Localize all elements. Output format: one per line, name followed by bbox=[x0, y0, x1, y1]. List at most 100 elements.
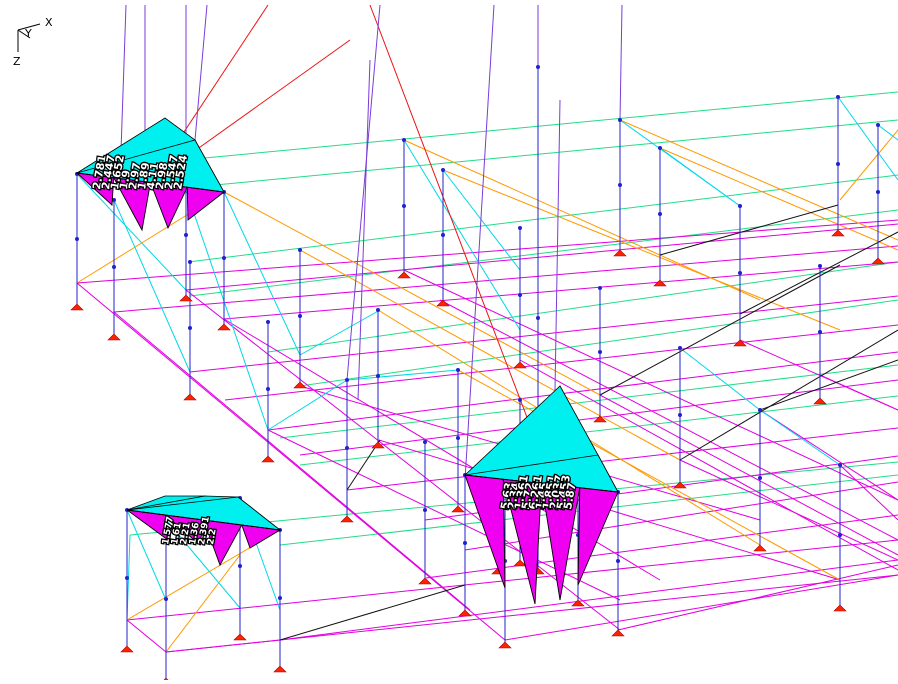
pinned-support-icon[interactable] bbox=[70, 303, 84, 311]
pinned-support-icon[interactable] bbox=[261, 455, 275, 463]
beam-transverse[interactable] bbox=[223, 261, 898, 320]
joint-node-icon[interactable] bbox=[75, 237, 79, 241]
beam-longitudinal[interactable] bbox=[299, 395, 898, 466]
joint-node-icon[interactable] bbox=[598, 286, 602, 290]
joint-node-icon[interactable] bbox=[616, 559, 620, 563]
tendon-purple[interactable] bbox=[619, 4, 623, 121]
brace-cyan[interactable] bbox=[759, 409, 841, 466]
pinned-support-icon[interactable] bbox=[371, 441, 385, 449]
beam-longitudinal[interactable] bbox=[267, 261, 898, 353]
beam-transverse[interactable] bbox=[113, 311, 471, 611]
joint-node-icon[interactable] bbox=[298, 314, 302, 318]
joint-node-icon[interactable] bbox=[376, 374, 380, 378]
brace-cyan[interactable] bbox=[403, 139, 521, 331]
joint-node-icon[interactable] bbox=[838, 463, 842, 467]
beam-transverse[interactable] bbox=[439, 299, 898, 541]
joint-node-icon[interactable] bbox=[463, 541, 467, 545]
beam-longitudinal[interactable] bbox=[193, 91, 898, 160]
brace-orange[interactable] bbox=[619, 119, 898, 241]
joint-node-icon[interactable] bbox=[738, 271, 742, 275]
tendon-purple[interactable] bbox=[194, 4, 208, 141]
beam-longitudinal[interactable] bbox=[193, 119, 898, 188]
beam-transverse[interactable] bbox=[185, 223, 898, 291]
pinned-support-icon[interactable] bbox=[458, 609, 472, 617]
brace-cyan[interactable] bbox=[299, 309, 381, 356]
beam-longitudinal[interactable] bbox=[187, 174, 898, 263]
beam-transverse[interactable] bbox=[279, 559, 898, 641]
cable-red[interactable] bbox=[179, 4, 269, 139]
joint-node-icon[interactable] bbox=[423, 440, 427, 444]
joint-node-icon[interactable] bbox=[876, 123, 880, 127]
joint-node-icon[interactable] bbox=[518, 398, 522, 402]
joint-node-icon[interactable] bbox=[222, 256, 226, 260]
joint-node-icon[interactable] bbox=[441, 168, 445, 172]
joint-node-icon[interactable] bbox=[598, 350, 602, 354]
joint-node-icon[interactable] bbox=[345, 446, 349, 450]
brace-cyan[interactable] bbox=[165, 519, 241, 609]
joint-node-icon[interactable] bbox=[278, 596, 282, 600]
brace-orange[interactable] bbox=[457, 369, 841, 581]
beam-transverse[interactable] bbox=[76, 219, 898, 284]
joint-node-icon[interactable] bbox=[618, 183, 622, 187]
brace-orange[interactable] bbox=[659, 147, 898, 251]
joint-node-icon[interactable] bbox=[658, 212, 662, 216]
pinned-support-icon[interactable] bbox=[436, 299, 450, 307]
beam-transverse[interactable] bbox=[126, 619, 167, 653]
joint-node-icon[interactable] bbox=[125, 576, 129, 580]
brace-black[interactable] bbox=[599, 264, 841, 396]
beam-transverse[interactable] bbox=[113, 245, 898, 313]
joint-node-icon[interactable] bbox=[836, 162, 840, 166]
brace-cyan[interactable] bbox=[837, 96, 898, 181]
brace-orange[interactable] bbox=[442, 169, 841, 331]
joint-node-icon[interactable] bbox=[536, 316, 540, 320]
joint-node-icon[interactable] bbox=[876, 190, 880, 194]
beam-transverse[interactable] bbox=[165, 639, 281, 653]
pinned-support-icon[interactable] bbox=[233, 633, 247, 641]
joint-node-icon[interactable] bbox=[266, 387, 270, 391]
beam-transverse[interactable] bbox=[839, 464, 898, 521]
joint-node-icon[interactable] bbox=[266, 320, 270, 324]
joint-node-icon[interactable] bbox=[402, 138, 406, 142]
joint-node-icon[interactable] bbox=[678, 413, 682, 417]
joint-node-icon[interactable] bbox=[838, 533, 842, 537]
beam-longitudinal[interactable] bbox=[279, 364, 898, 439]
joint-node-icon[interactable] bbox=[184, 233, 188, 237]
pinned-support-icon[interactable] bbox=[273, 665, 287, 673]
pinned-support-icon[interactable] bbox=[813, 397, 827, 405]
beam-transverse[interactable] bbox=[224, 324, 898, 401]
pinned-support-icon[interactable] bbox=[833, 604, 847, 612]
brace-black[interactable] bbox=[659, 204, 839, 256]
brace-black[interactable] bbox=[739, 231, 898, 315]
joint-node-icon[interactable] bbox=[298, 248, 302, 252]
pinned-support-icon[interactable] bbox=[653, 279, 667, 287]
joint-node-icon[interactable] bbox=[402, 204, 406, 208]
pinned-support-icon[interactable] bbox=[513, 559, 527, 567]
joint-node-icon[interactable] bbox=[164, 597, 168, 601]
beam-transverse[interactable] bbox=[519, 359, 898, 571]
beam-longitudinal[interactable] bbox=[299, 299, 898, 387]
beam-transverse[interactable] bbox=[504, 574, 898, 641]
brace-black[interactable] bbox=[679, 329, 898, 461]
brace-cyan[interactable] bbox=[346, 369, 459, 381]
joint-node-icon[interactable] bbox=[345, 378, 349, 382]
pinned-support-icon[interactable] bbox=[498, 641, 512, 649]
brace-orange[interactable] bbox=[299, 249, 681, 461]
beam-transverse[interactable] bbox=[76, 282, 506, 641]
tendon-purple[interactable] bbox=[554, 99, 561, 391]
tendon-purple[interactable] bbox=[346, 4, 381, 381]
beam-transverse[interactable] bbox=[189, 295, 898, 373]
joint-node-icon[interactable] bbox=[818, 330, 822, 334]
brace-orange[interactable] bbox=[165, 554, 241, 653]
joint-node-icon[interactable] bbox=[818, 264, 822, 268]
joint-node-icon[interactable] bbox=[376, 308, 380, 312]
pinned-support-icon[interactable] bbox=[871, 257, 885, 265]
beam-transverse[interactable] bbox=[819, 374, 898, 411]
cable-red[interactable] bbox=[195, 39, 351, 151]
joint-node-icon[interactable] bbox=[112, 198, 116, 202]
brace-black[interactable] bbox=[346, 439, 381, 491]
force-diagram-top-left[interactable]: 2.7812.4471.6521.92.971.894.112.982.5472… bbox=[75, 117, 226, 232]
negative-moment-lobe[interactable] bbox=[186, 186, 226, 221]
brace-cyan[interactable] bbox=[267, 379, 348, 431]
